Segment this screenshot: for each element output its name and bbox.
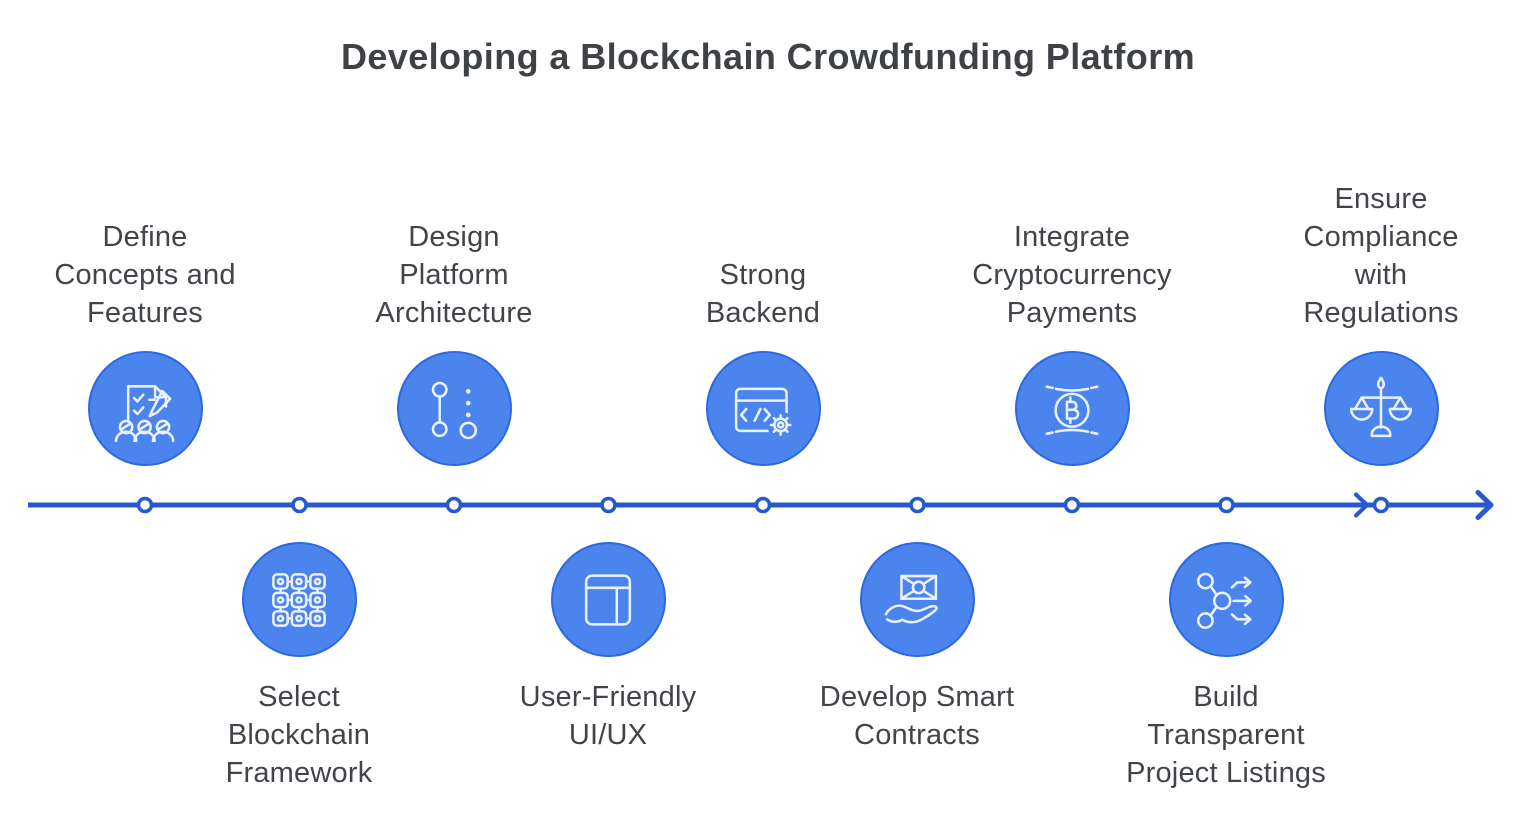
step-strong-backend: Strong Backend [641, 168, 885, 466]
balance-scale-icon [1349, 376, 1413, 437]
step-select-blockchain-framework: Select Blockchain Framework [177, 542, 421, 792]
step-develop-smart-contracts: Develop Smart Contracts [795, 542, 1039, 754]
step-circle [1168, 542, 1284, 657]
network-arrows-icon [1197, 572, 1253, 629]
step-label: Select Blockchain Framework [225, 681, 373, 789]
step-user-friendly-ui-ux: User-Friendly UI/UX [486, 542, 730, 754]
step-design-platform-architecture: Design Platform Architecture [332, 168, 576, 466]
step-label: Design Platform Architecture [375, 221, 533, 329]
step-label: Integrate Cryptocurrency Payments [972, 221, 1172, 329]
step-circle [1014, 351, 1130, 466]
blockchain-grid-icon [272, 572, 326, 627]
page-title: Developing a Blockchain Crowdfunding Pla… [340, 36, 1196, 77]
step-build-transparent-project-listings: Build Transparent Project Listings [1104, 542, 1348, 792]
step-circle [87, 351, 203, 466]
step-circle [859, 542, 975, 657]
step-label: Ensure Compliance with Regulations [1303, 183, 1459, 329]
step-circle [241, 542, 357, 657]
timeline-axis [28, 490, 1494, 520]
step-circle [705, 351, 821, 466]
step-circle [396, 351, 512, 466]
step-ensure-compliance-with-regulations: Ensure Compliance with Regulations [1259, 168, 1503, 466]
document-checklist-icon [114, 384, 175, 442]
bitcoin-coin-icon [1045, 384, 1099, 435]
step-integrate-cryptocurrency-payments: Integrate Cryptocurrency Payments [950, 168, 1194, 466]
step-circle [550, 542, 666, 657]
step-circle [1323, 351, 1439, 466]
step-label: Build Transparent Project Listings [1126, 681, 1326, 789]
step-label: User-Friendly UI/UX [519, 681, 697, 751]
step-label: Strong Backend [705, 259, 821, 329]
end-arrowhead-icon [1475, 490, 1494, 520]
code-window-gear-icon [734, 387, 795, 438]
step-define-concepts-and-features: Define Concepts and Features [23, 168, 267, 466]
step-label: Develop Smart Contracts [819, 681, 1015, 751]
timeline-node-markers [136, 496, 1390, 514]
git-branch-icon [431, 381, 478, 439]
layout-wireframe-icon [584, 573, 632, 626]
hand-banknote-icon [884, 574, 938, 623]
mid-arrowhead-icon [1354, 492, 1369, 518]
step-label: Define Concepts and Features [54, 221, 236, 329]
